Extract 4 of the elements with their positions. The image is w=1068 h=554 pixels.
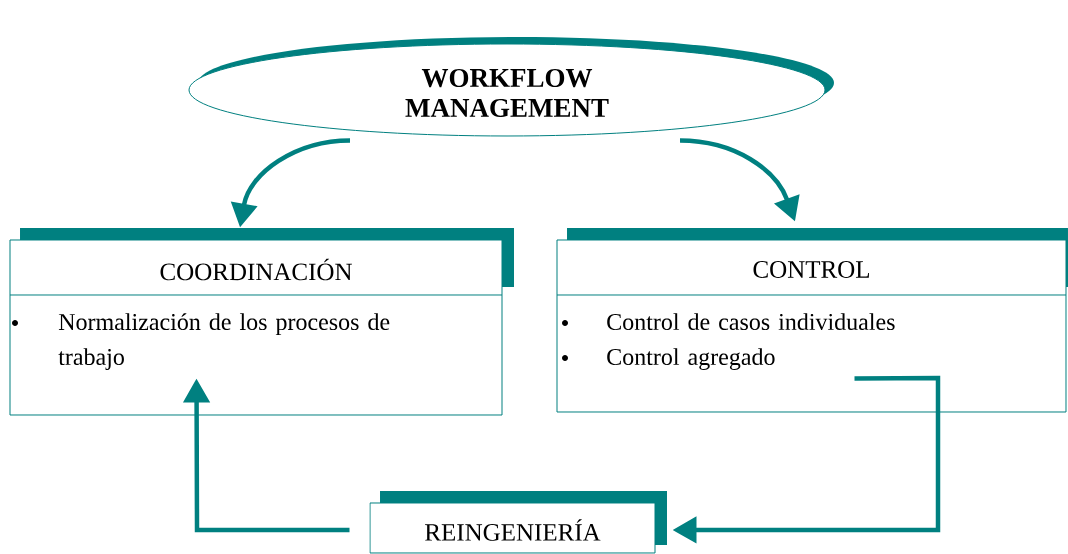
- box-node: REINGENIERÍA: [369, 491, 667, 554]
- box-node: COORDINACIÓN Normalización de los procesos de trabajo: [9, 228, 514, 416]
- box-node: CONTROL Control de casos individuales Control agregado: [556, 228, 1068, 413]
- ellipse-node: WORKFLOW MANAGEMENT: [188, 37, 834, 137]
